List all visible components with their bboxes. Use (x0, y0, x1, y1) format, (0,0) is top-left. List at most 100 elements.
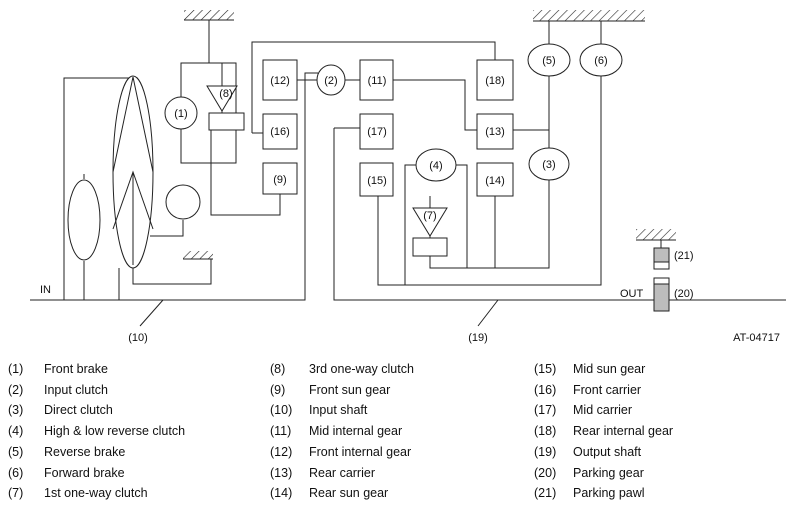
input-label: IN (40, 284, 51, 296)
legend-number: (12) (270, 444, 293, 459)
legend-number: (10) (270, 403, 293, 418)
legend-name: Front sun gear (309, 382, 391, 397)
legend-name: Forward brake (44, 465, 125, 480)
legend-number: (3) (8, 403, 24, 418)
reverse-brake: (5) (527, 43, 571, 77)
rear-carrier: (13) (476, 113, 514, 150)
legend-number: (18) (534, 424, 557, 439)
label-7: (7) (423, 210, 436, 222)
legend-name: Rear carrier (309, 465, 375, 480)
legend-column-2: (8)3rd one-way clutch (9)Front sun gear … (270, 359, 414, 504)
legend-item: (2) Input clutch (8, 380, 185, 401)
legend-number: (5) (8, 444, 24, 459)
mid-sun-gear: (15) (359, 162, 394, 197)
legend-number: (13) (270, 465, 293, 480)
connection-lines (30, 20, 786, 301)
legend-name: Mid sun gear (573, 362, 646, 376)
legend-item: (8)3rd one-way clutch (270, 359, 414, 380)
legend-item: (4) High & low reverse clutch (8, 421, 185, 442)
label-8: (8) (219, 88, 232, 100)
legend-name: Parking pawl (573, 486, 645, 501)
legend-name: Rear internal gear (573, 424, 674, 439)
ground-symbol-top-right (533, 10, 645, 22)
legend-item: (1) Front brake (8, 359, 185, 380)
label-17: (17) (367, 126, 387, 138)
legend-number: (4) (8, 424, 24, 439)
legend-name: Front internal gear (309, 444, 412, 459)
legend-name: Mid internal gear (309, 424, 403, 439)
input-clutch: (2) (316, 64, 346, 96)
legend-name: Rear sun gear (309, 486, 389, 501)
legend-item: (18) Rear internal gear (534, 421, 673, 442)
front-carrier: (16) (262, 113, 298, 150)
rear-internal-gear: (18) (476, 59, 514, 101)
legend-item: (5)Reverse brake (8, 442, 185, 463)
label-21: (21) (674, 250, 694, 262)
legend-column-1: (1) Front brake (2) Input clutch (3) Direct… (8, 359, 185, 504)
legend-item: (21) Parking pawl (534, 483, 673, 504)
ground-symbol-top-left (184, 10, 234, 21)
legend-item: (9) Front sun gear (270, 380, 414, 401)
legend-name: 1st one-way clutch (44, 486, 148, 501)
label-15: (15) (367, 175, 387, 187)
legend-name: 3rd one-way clutch (309, 362, 414, 376)
legend-item: (3) Direct clutch (8, 400, 185, 421)
front-internal-gear: (12) (262, 59, 298, 101)
label-4: (4) (429, 160, 442, 172)
label-12: (12) (270, 75, 290, 87)
first-one-way-clutch: (7) (412, 207, 448, 257)
legend-number: (9) (270, 382, 286, 397)
legend-name: Input clutch (44, 382, 108, 397)
parking-pawl: (21) (653, 247, 694, 270)
legend-item: (6)Forward brake (8, 463, 185, 484)
ground-symbol-parking (636, 229, 676, 241)
legend-name: Parking gear (573, 465, 644, 480)
label-18: (18) (485, 75, 505, 87)
legend-number: (1) (8, 362, 24, 376)
legend-number: (21) (534, 486, 557, 501)
legend-name: Mid carrier (573, 403, 633, 418)
figure-code: AT-04717 (733, 332, 780, 344)
label-1: (1) (174, 108, 187, 120)
legend-number: (15) (534, 362, 557, 376)
legend-number: (19) (534, 444, 557, 459)
rear-sun-gear: (14) (476, 162, 514, 197)
legend-number: (11) (270, 424, 292, 439)
legend-item: (20)Parking gear (534, 463, 673, 484)
mid-carrier: (17) (359, 113, 394, 150)
legend-name: Front carrier (573, 382, 642, 397)
legend-item: (14)Rear sun gear (270, 483, 414, 504)
label-11: (11) (368, 75, 387, 87)
label-20: (20) (674, 288, 694, 300)
legend-item: (15) Mid sun gear (534, 359, 673, 380)
ground-symbol-middle (183, 251, 213, 260)
label-9: (9) (273, 174, 286, 186)
legend-number: (2) (8, 382, 24, 397)
label-10: (10) (128, 332, 148, 344)
legend-item: (16)Front carrier (534, 380, 673, 401)
legend-name: Direct clutch (44, 403, 113, 418)
legend-name: Front brake (44, 362, 108, 376)
output-label: OUT (620, 288, 644, 300)
drum-assembly (67, 75, 201, 269)
label-5: (5) (542, 55, 555, 67)
forward-brake: (6) (579, 43, 623, 77)
legend-item: (19) Output shaft (534, 442, 673, 463)
label-6: (6) (594, 55, 607, 67)
label-16: (16) (270, 126, 290, 138)
legend-item: (11) Mid internal gear (270, 421, 414, 442)
label-3: (3) (542, 159, 555, 171)
legend-item: (7)1st one-way clutch (8, 483, 185, 504)
label-19: (19) (468, 332, 488, 344)
legend-name: Output shaft (573, 444, 642, 459)
front-brake: (1) (164, 96, 198, 130)
legend-name: High & low reverse clutch (44, 424, 186, 439)
legend-name: Input shaft (309, 403, 368, 418)
legend-item: (17)Mid carrier (534, 400, 673, 421)
legend-item: (10) Input shaft (270, 400, 414, 421)
mid-internal-gear: (11) (359, 59, 394, 101)
third-one-way-clutch: (8) (206, 85, 245, 131)
label-14: (14) (485, 175, 505, 187)
leader-10 (139, 299, 164, 327)
